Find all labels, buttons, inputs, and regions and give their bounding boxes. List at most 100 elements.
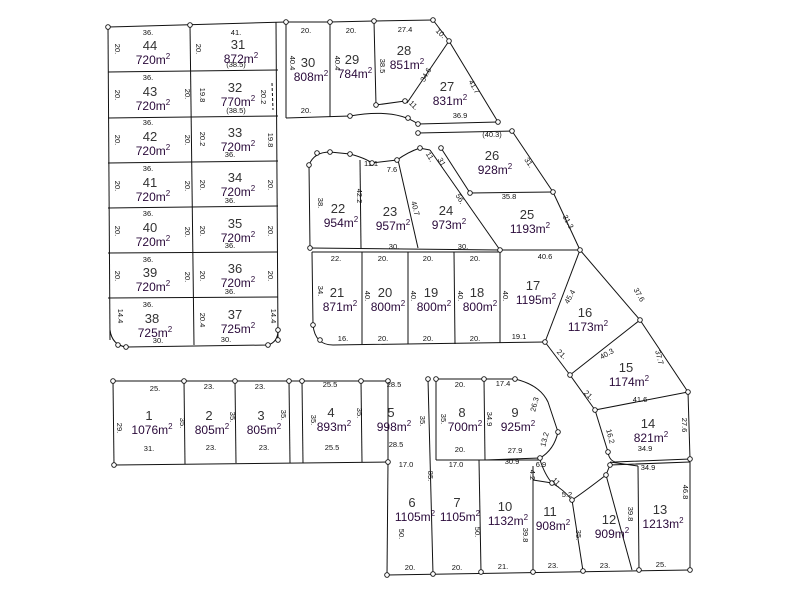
dimension-label: 20. <box>301 106 311 115</box>
lot-area: 784m2 <box>338 66 373 81</box>
lot-area: 720m2 <box>136 143 171 158</box>
survey-peg <box>550 189 556 195</box>
dimension-label: (38.5) <box>226 60 246 69</box>
dimension-label: 6.9 <box>536 460 546 469</box>
dimension-label: 36. <box>225 150 235 159</box>
dimension-label: 34.9 <box>638 444 653 453</box>
survey-peg <box>405 115 411 121</box>
lot-number: 7 <box>453 495 460 510</box>
lot-number: 10 <box>498 499 512 514</box>
survey-peg <box>497 247 503 253</box>
survey-peg <box>358 378 364 384</box>
lot-number: 1 <box>145 408 152 423</box>
survey-peg <box>430 571 436 577</box>
dimension-label: 10. <box>434 26 448 40</box>
dimension-label: 39.8 <box>626 507 635 522</box>
lot-area: 720m2 <box>221 184 256 199</box>
lot-area: 720m2 <box>221 275 256 290</box>
survey-peg <box>446 38 452 44</box>
dimension-label: 20. <box>301 26 311 35</box>
dimension-label: 31.3 <box>561 213 576 230</box>
survey-peg <box>549 480 555 486</box>
survey-peg <box>347 151 353 157</box>
lot-number: 26 <box>485 148 499 163</box>
dimension-label: 20. <box>183 135 192 145</box>
survey-peg <box>306 162 312 168</box>
dimension-label: 19.8 <box>266 133 275 148</box>
survey-peg <box>530 569 536 575</box>
survey-peg <box>425 376 431 382</box>
dimension-label: 20. <box>198 271 207 281</box>
lot-area: 720m2 <box>136 234 171 249</box>
survey-peg <box>467 190 473 196</box>
lot-area: 1173m2 <box>568 319 609 334</box>
survey-peg <box>327 149 333 155</box>
dimension-label: 23. <box>548 561 558 570</box>
lot-area: 908m2 <box>536 518 571 533</box>
lot-area: 725m2 <box>138 325 173 340</box>
survey-peg <box>373 102 379 108</box>
lot-area: 720m2 <box>136 52 171 67</box>
dimension-label: 34.9 <box>485 412 494 427</box>
dimension-label: 20.4 <box>198 313 207 328</box>
dimension-label: 26.3 <box>528 396 540 412</box>
lot-area: 805m2 <box>247 422 282 437</box>
dimension-label: 21. <box>498 562 508 571</box>
lot-number: 41 <box>143 175 157 190</box>
dimension-label: 20. <box>113 271 122 281</box>
survey-peg <box>369 160 375 166</box>
survey-peg <box>384 572 390 578</box>
survey-peg <box>430 17 436 23</box>
dimension-label: 28.5 <box>389 440 404 449</box>
survey-peg <box>438 145 444 151</box>
lot-number: 3 <box>257 408 264 423</box>
lot-number: 37 <box>228 307 242 322</box>
lot-area: 720m2 <box>221 230 256 245</box>
dimension-label: 36.9 <box>453 111 468 120</box>
survey-peg <box>317 337 323 343</box>
dimension-label: 34. <box>316 286 325 296</box>
survey-peg <box>569 497 575 503</box>
lot-area: 720m2 <box>136 98 171 113</box>
dimension-label: 20.2 <box>259 90 268 105</box>
dimension-label: 40. <box>456 291 465 301</box>
dimension-label: 25. <box>150 384 160 393</box>
survey-peg <box>417 145 423 151</box>
survey-peg <box>110 378 116 384</box>
dimension-label: (38.5) <box>226 106 246 115</box>
lot-area: 1076m2 <box>131 422 173 437</box>
dimension-label: 41. <box>231 28 241 37</box>
lot-number: 2 <box>205 408 212 423</box>
dimension-label: 20. <box>423 334 433 343</box>
lot-number: 16 <box>578 305 592 320</box>
dimension-label: 35. <box>228 412 237 422</box>
lot-number: 34 <box>228 170 242 185</box>
lot-number: 14 <box>641 416 655 431</box>
dimension-label: 22. <box>331 254 341 263</box>
dimension-label: 40. <box>409 291 418 301</box>
lot-number: 6 <box>408 495 415 510</box>
dimension-label: 20. <box>266 271 275 281</box>
dimension-label: 20. <box>470 254 480 263</box>
survey-peg <box>495 119 501 125</box>
dimension-label: 20. <box>183 181 192 191</box>
dimension-label: 27.9 <box>508 446 523 455</box>
dimension-label: 23. <box>206 443 216 452</box>
dimension-label: 35. <box>439 414 448 424</box>
dimension-label: 31. <box>144 444 154 453</box>
lot-number: 30 <box>301 55 315 70</box>
lot-number: 11 <box>543 504 557 519</box>
dimension-label: 35. <box>574 530 583 540</box>
survey-peg <box>299 378 305 384</box>
dimension-label: 46.8 <box>681 485 690 500</box>
lot-number: 25 <box>520 207 534 222</box>
survey-peg <box>283 19 289 25</box>
survey-peg <box>115 342 121 348</box>
survey-peg <box>603 472 609 478</box>
survey-peg <box>685 389 691 395</box>
lot-area: 1105m2 <box>440 509 481 524</box>
dimension-label: 20. <box>198 180 207 190</box>
dimension-label: 21. <box>555 347 569 361</box>
lot-number: 23 <box>383 204 397 219</box>
dimension-label: 35. <box>178 418 187 428</box>
